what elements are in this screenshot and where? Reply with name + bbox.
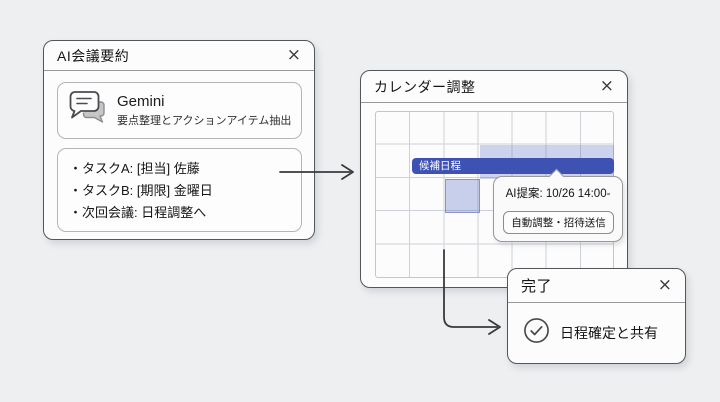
gemini-description: 要点整理とアクションアイテム抽出 xyxy=(117,115,292,127)
arrowhead-right-icon xyxy=(341,164,354,180)
arrowhead-right-icon xyxy=(488,319,501,335)
check-circle-icon xyxy=(523,317,550,349)
done-status-text: 日程確定と共有 xyxy=(560,325,658,341)
done-content: 日程確定と共有 xyxy=(508,303,685,363)
action-items-box: ・タスクA: [担当] 佐藤 ・タスクB: [期限] 金曜日 ・次回会議: 日程… xyxy=(57,148,302,232)
done-titlebar: 完了 × xyxy=(508,269,685,303)
ai-summary-title: AI会議要約 xyxy=(57,47,130,64)
candidate-schedule-bar[interactable]: 候補日程 xyxy=(412,158,614,174)
done-title: 完了 xyxy=(521,278,553,295)
task-item: ・次回会議: 日程調整へ xyxy=(69,205,207,220)
chat-bubbles-icon xyxy=(68,90,108,131)
calendar-titlebar: カレンダー調整 × xyxy=(361,71,627,103)
gemini-label: Gemini xyxy=(117,93,165,110)
close-icon[interactable]: × xyxy=(599,76,614,96)
calendar-title: カレンダー調整 xyxy=(374,78,476,95)
ai-suggestion-tooltip: AI提案: 10/26 14:00- 自動調整・招待送信 xyxy=(493,168,623,242)
close-icon[interactable]: × xyxy=(286,45,301,65)
auto-adjust-send-invite-button[interactable]: 自動調整・招待送信 xyxy=(503,211,614,234)
task-item: ・タスクB: [期限] 金曜日 xyxy=(69,183,213,198)
ai-suggestion-text: AI提案: 10/26 14:00- xyxy=(505,188,611,200)
ai-summary-window: AI会議要約 × Gemini 要点整理とアクションアイテム抽出 ・タスクA: … xyxy=(43,40,315,240)
close-icon[interactable]: × xyxy=(657,275,672,295)
gemini-engine-box: Gemini 要点整理とアクションアイテム抽出 xyxy=(57,82,302,139)
selected-date-cell[interactable] xyxy=(445,179,480,213)
done-window: 完了 × 日程確定と共有 xyxy=(507,268,686,364)
ai-summary-titlebar: AI会議要約 × xyxy=(44,41,314,71)
task-item: ・タスクA: [担当] 佐藤 xyxy=(69,161,200,176)
